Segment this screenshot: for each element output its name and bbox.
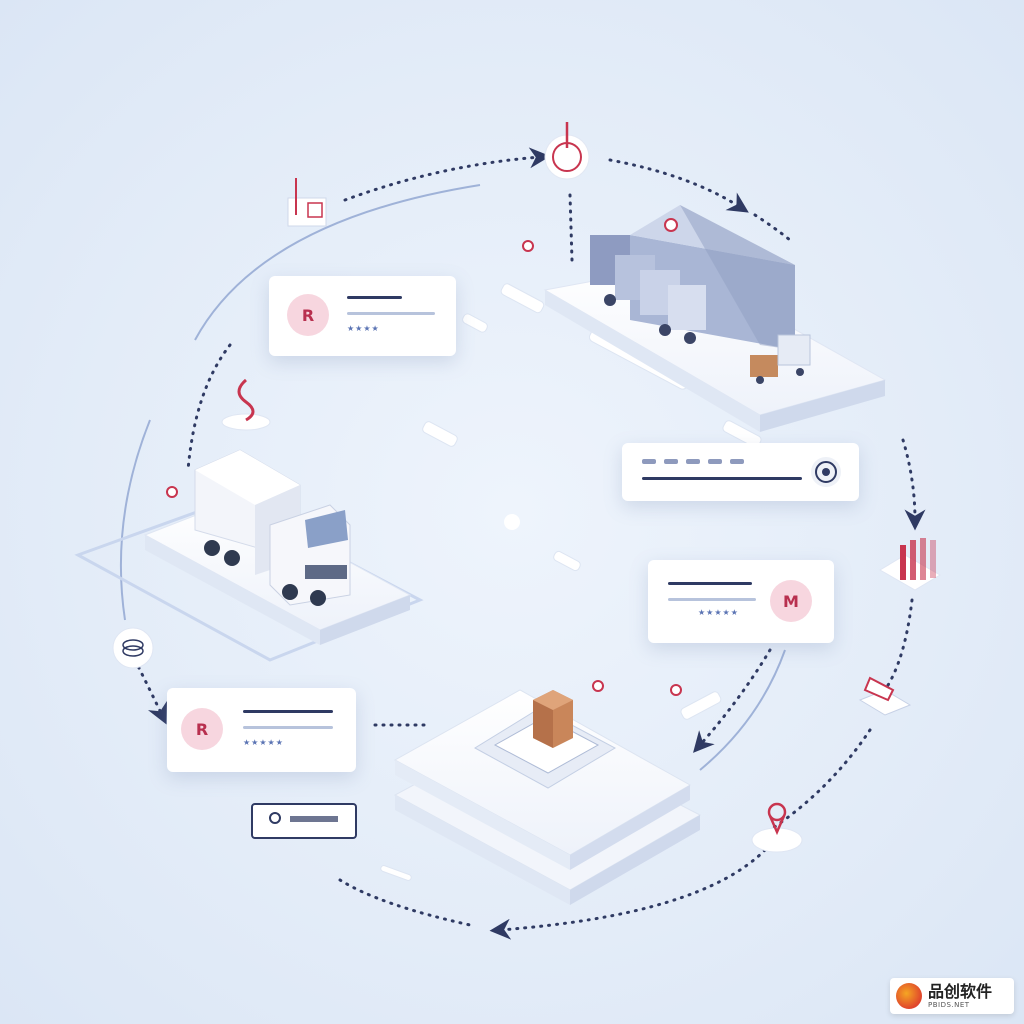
laptop-icon: [858, 676, 912, 716]
package-platform: [393, 689, 702, 905]
id-card-icon: [251, 803, 357, 839]
logo-mark-icon: [896, 983, 922, 1009]
target-icon: [811, 457, 841, 487]
name-line: [347, 296, 402, 299]
name-line: [243, 710, 333, 713]
avatar: R: [287, 294, 329, 336]
detail-line: [668, 598, 756, 601]
profile-card-bottom-left[interactable]: R ★★★★★: [167, 688, 356, 772]
center-dot: [504, 514, 520, 530]
delivery-truck: [194, 449, 351, 606]
status-dots: [166, 218, 682, 696]
stacked-coins-icon: [112, 627, 154, 669]
profile-card-right[interactable]: ★★★★★ M: [648, 560, 834, 643]
package-box-icon: [533, 690, 573, 748]
location-pin-icon: [544, 122, 590, 180]
profile-card-top-left[interactable]: R ★★★★: [269, 276, 456, 356]
currency-icon: [221, 378, 271, 431]
avatar: R: [181, 708, 223, 750]
outer-ring: [119, 184, 786, 771]
bar-chart-icon: [879, 538, 941, 591]
flow-paths: [133, 147, 926, 940]
map-pin-icon: [751, 802, 803, 853]
chart-doc-icon: [287, 178, 327, 227]
rating-stars: ★★★★★: [243, 738, 284, 747]
logo-text-cn: 品创软件: [928, 981, 993, 1001]
warehouse-platform: [543, 205, 887, 432]
avatar: M: [770, 580, 812, 622]
tracking-bar-card[interactable]: [622, 443, 859, 501]
watermark-logo: 品创软件 PBIDS.NET: [890, 978, 1014, 1014]
progress-line: [642, 477, 802, 480]
truck-platform: [74, 449, 424, 662]
name-line: [668, 582, 752, 585]
logo-text-en: PBIDS.NET: [928, 1000, 970, 1009]
detail-line: [347, 312, 435, 315]
rating-stars: ★★★★: [347, 324, 380, 333]
detail-line: [243, 726, 333, 729]
rating-stars: ★★★★★: [698, 608, 739, 617]
progress-dashes: [642, 459, 744, 464]
